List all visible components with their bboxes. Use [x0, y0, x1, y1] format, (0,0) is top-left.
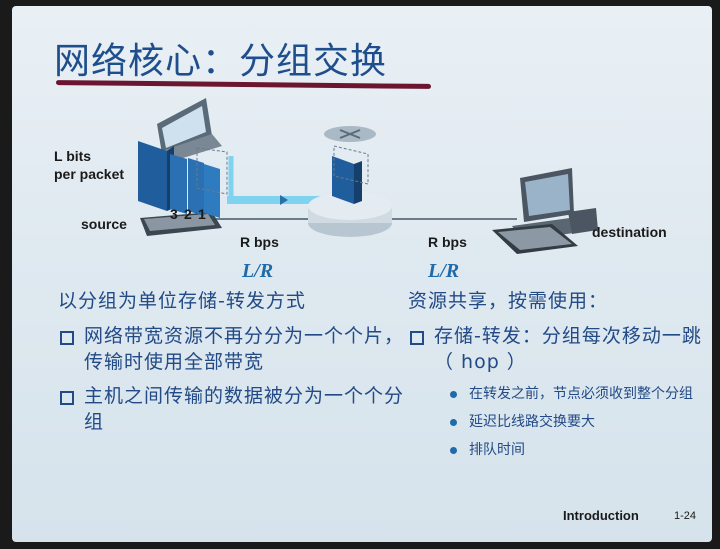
list-item: 网络带宽资源不再分分为一个个片，传输时使用全部带宽: [58, 323, 408, 375]
packet-in-transit: [227, 196, 327, 204]
sub-list-item: 排队时间: [450, 439, 708, 461]
bullet-text: 主机之间传输的数据被分为一个个分组: [84, 385, 405, 433]
transmission-time-left: L/R: [242, 260, 274, 282]
right-column: 资源共享，按需使用： 存储-转发：分组每次移动一跳（ hop ） 在转发之前，节…: [408, 286, 708, 467]
packet-number-1: 1: [198, 206, 206, 222]
sub-bullet-text: 在转发之前，节点必须收到整个分组: [469, 386, 693, 402]
dot-bullet-icon: [450, 419, 457, 426]
sub-list-item: 延迟比线路交换要大: [450, 411, 708, 433]
transmission-time-right: L/R: [428, 260, 460, 282]
source-computer-icon: [140, 98, 222, 236]
left-heading: 以分组为单位存储-转发方式: [58, 290, 306, 312]
sub-list-item: 在转发之前，节点必须收到整个分组: [450, 383, 708, 405]
list-item: 存储-转发：分组每次移动一跳（ hop ）: [408, 323, 708, 375]
left-column: 以分组为单位存储-转发方式 网络带宽资源不再分分为一个个片，传输时使用全部带宽 …: [58, 286, 408, 443]
right-heading: 资源共享，按需使用：: [408, 290, 609, 312]
packet-number-2: 2: [184, 206, 192, 222]
packet-number-3: 3: [170, 206, 178, 222]
list-item: 主机之间传输的数据被分为一个个分组: [58, 383, 408, 435]
dot-bullet-icon: [450, 447, 457, 454]
packet-stack: [138, 141, 228, 218]
footer-page-number: 1-24: [674, 510, 697, 522]
bullet-text: 存储-转发：分组每次移动一跳（ hop ）: [434, 325, 702, 373]
square-bullet-icon: [60, 391, 74, 405]
square-bullet-icon: [410, 331, 424, 345]
packet-switching-diagram: [138, 98, 598, 254]
ghost-packet: [196, 147, 228, 195]
page-title: 网络核心：分组交换: [54, 41, 388, 82]
destination-computer-icon: [492, 168, 598, 254]
router-packet: [332, 156, 354, 204]
router-icon: [308, 126, 392, 237]
dot-bullet-icon: [450, 391, 457, 398]
slide: 网络核心：分组交换: [12, 6, 712, 542]
packet-size-label-line2: per packet: [54, 166, 125, 182]
packet-size-label-line1: L bits: [54, 148, 92, 164]
footer-section: Introduction: [563, 508, 639, 523]
square-bullet-icon: [60, 331, 74, 345]
destination-label: destination: [592, 224, 667, 240]
arrow-head: [280, 195, 288, 205]
sub-bullet-text: 排队时间: [469, 442, 525, 458]
link-rate-left: R bps: [240, 234, 279, 250]
link-rate-right: R bps: [428, 234, 467, 250]
source-label: source: [81, 216, 127, 232]
sub-bullet-text: 延迟比线路交换要大: [469, 414, 595, 430]
bullet-text: 网络带宽资源不再分分为一个个片，传输时使用全部带宽: [84, 325, 405, 373]
